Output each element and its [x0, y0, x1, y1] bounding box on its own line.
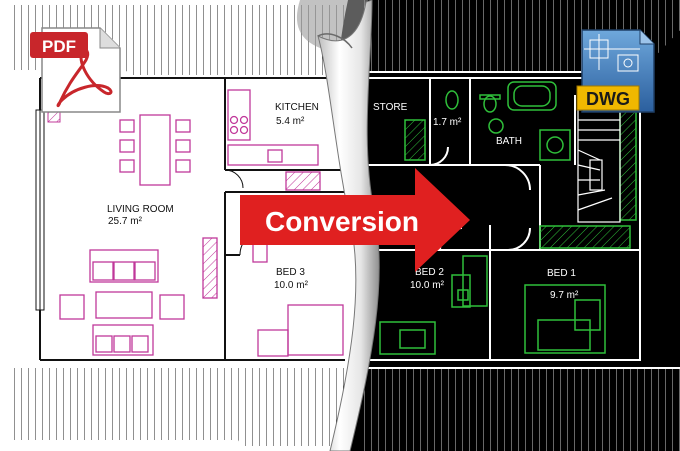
room-label-living: LIVING ROOM — [107, 204, 174, 215]
pdf-badge-label: PDF — [42, 37, 76, 56]
conversion-arrow — [240, 168, 470, 272]
dwg-badge-label: DWG — [586, 89, 630, 109]
room-area-kitchen: 5.4 m² — [276, 116, 305, 127]
cad-drawing-icon — [584, 34, 640, 72]
room-area-living: 25.7 m² — [108, 216, 143, 227]
room-area-bed1: 9.7 m² — [550, 290, 579, 301]
room-label-bed3: BED 3 — [276, 267, 305, 278]
room-label-bed1: BED 1 — [547, 268, 576, 279]
room-label-kitchen: KITCHEN — [275, 102, 319, 113]
room-area-wc: 1.7 m² — [433, 117, 462, 128]
pdf-file-icon: PDF — [30, 27, 121, 113]
acrobat-icon — [56, 48, 113, 108]
furniture-light — [59, 89, 344, 357]
room-area-bed3: 10.0 m² — [274, 280, 309, 291]
room-label-bed2: BED 2 — [415, 267, 444, 278]
dwg-file-icon: DWG — [576, 29, 655, 113]
room-label-store: STORE — [373, 102, 408, 113]
roof-hatch-bottom-dark — [360, 368, 680, 451]
room-label-bath: BATH — [496, 136, 522, 147]
conversion-label: Conversion — [265, 206, 419, 237]
room-area-bed2: 10.0 m² — [410, 280, 445, 291]
